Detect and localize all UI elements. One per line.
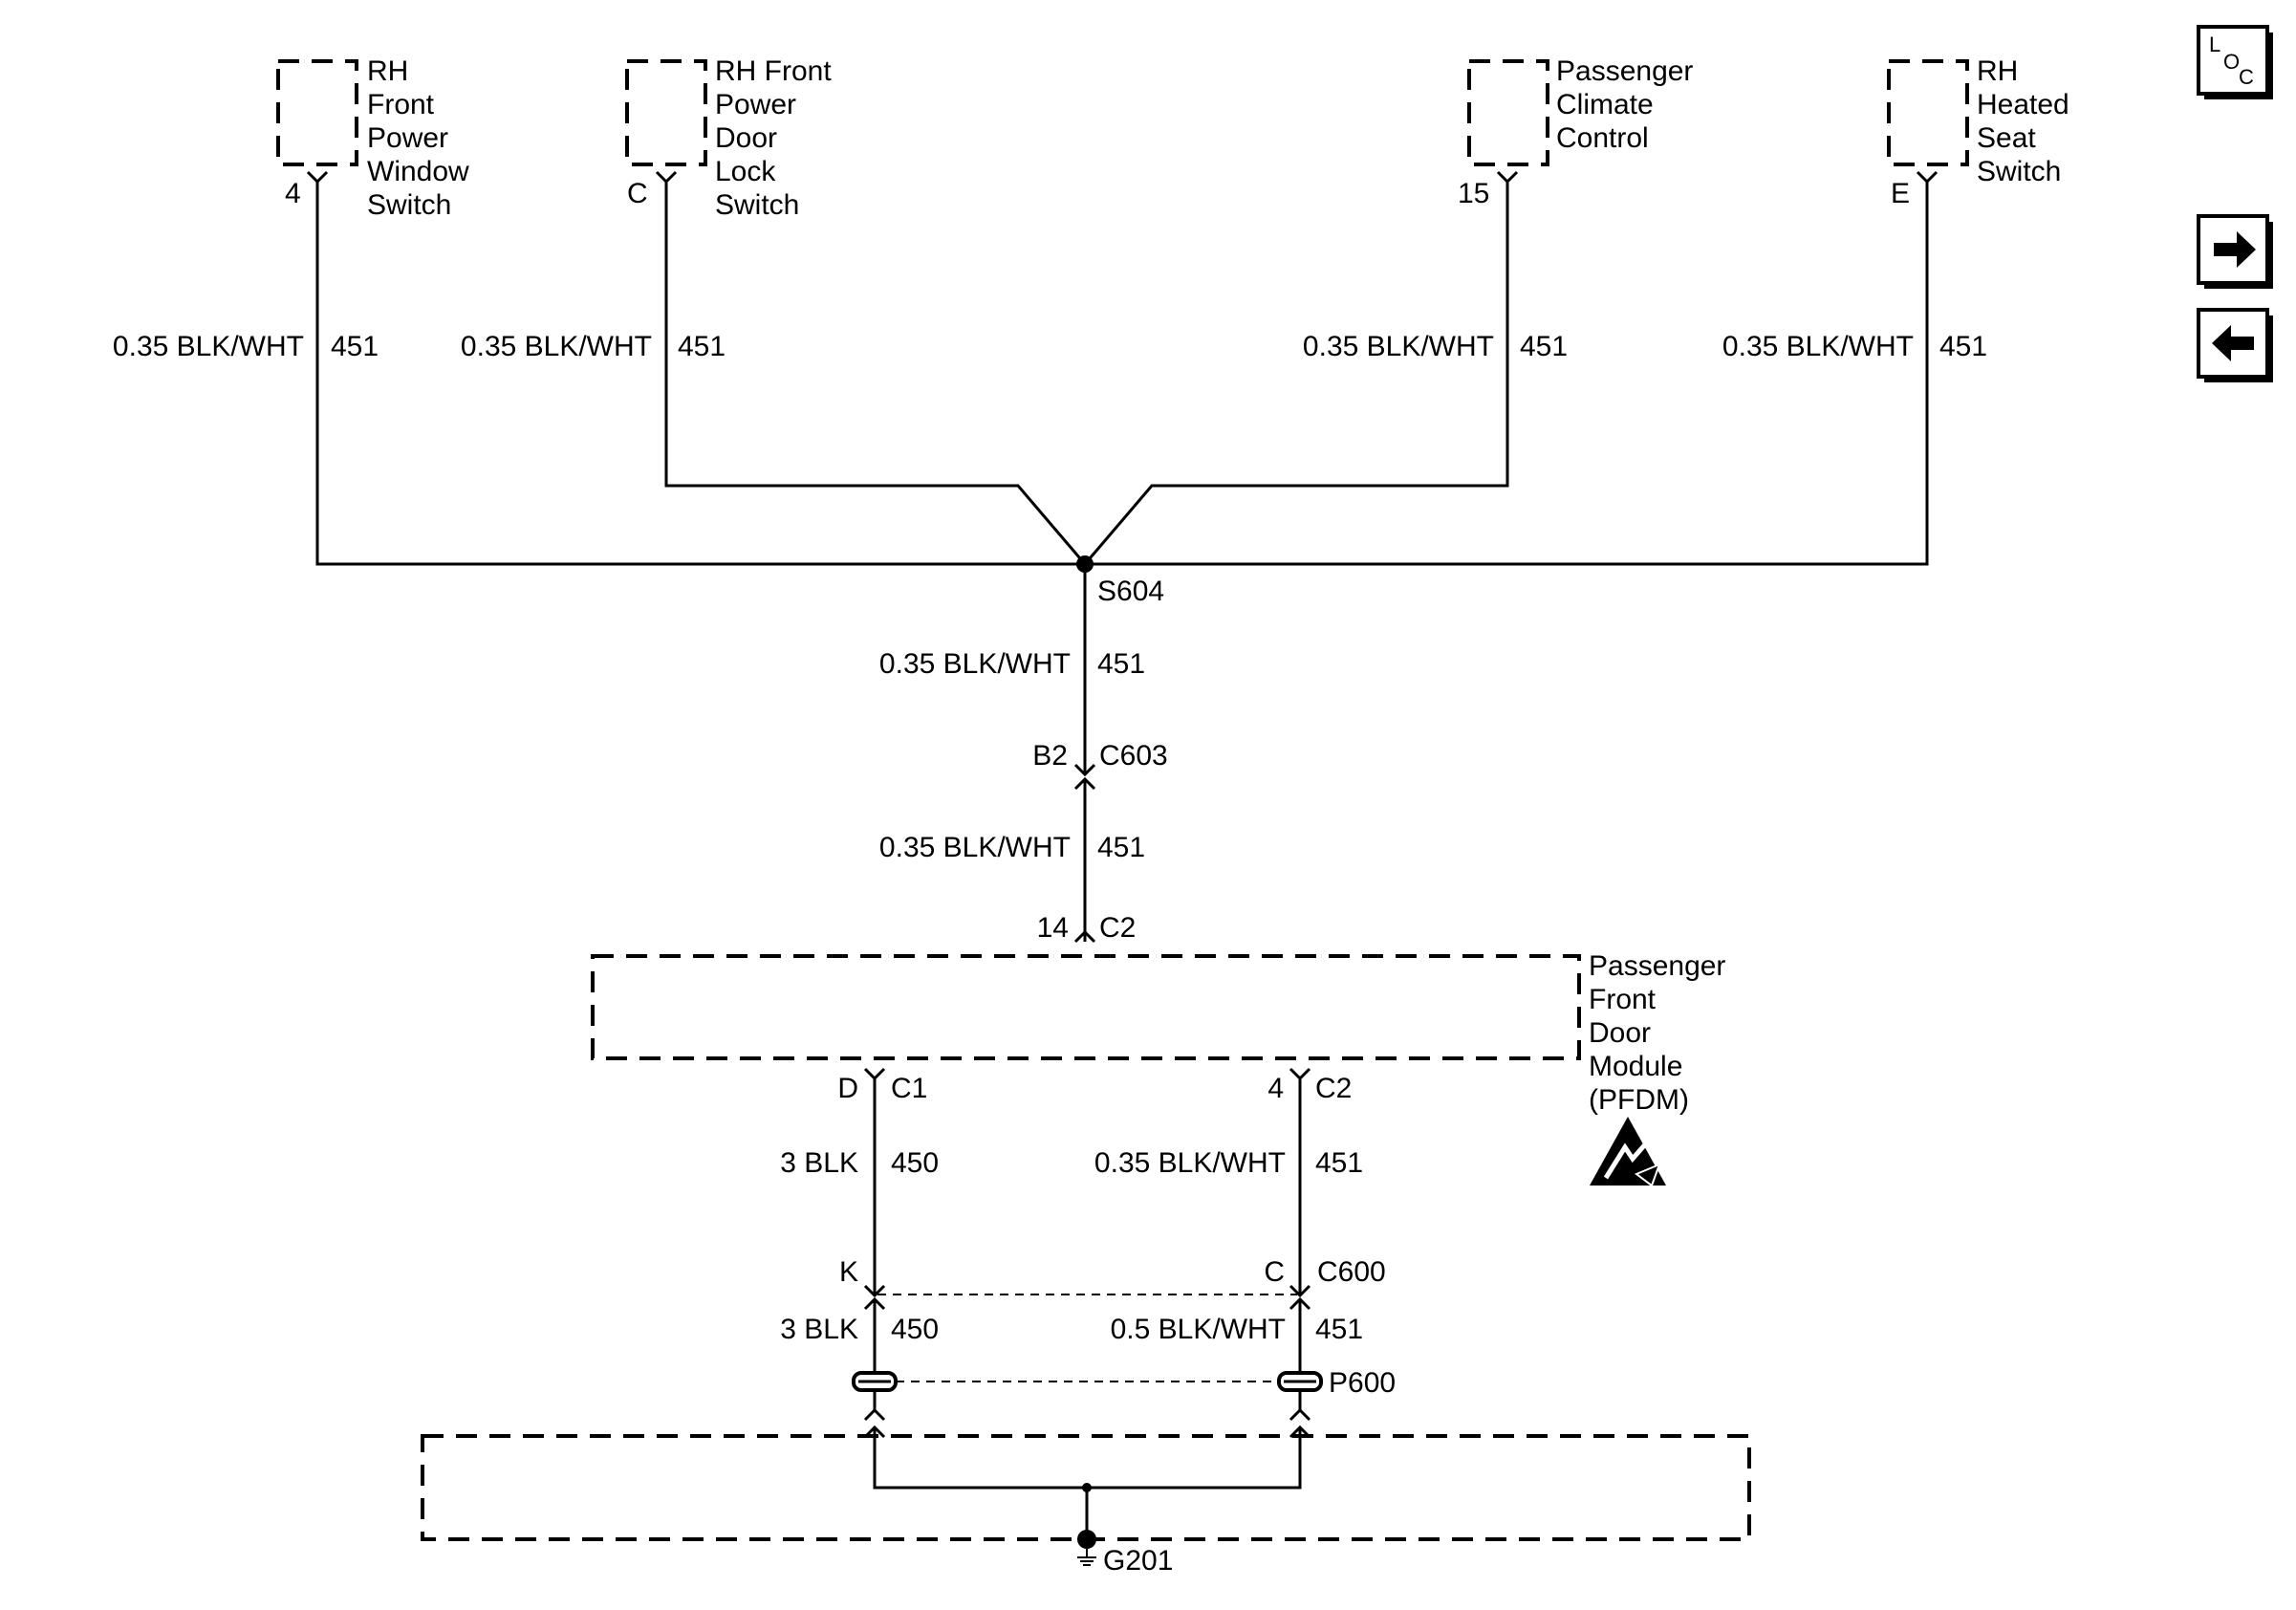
wire-label-gauge: 3 BLK: [780, 1314, 858, 1345]
window-switch-label: RH Front Power Window Switch: [367, 55, 477, 221]
wire-label-gauge: 0.5 BLK/WHT: [1111, 1314, 1286, 1345]
loc-icon: L O C: [2209, 33, 2254, 89]
next-page-button[interactable]: [2197, 214, 2273, 289]
door-lock-switch-pin: C: [627, 178, 648, 209]
c600-right-pin: C: [1264, 1256, 1285, 1288]
wire-label-gauge: 0.35 BLK/WHT: [1094, 1147, 1286, 1179]
wire-label-gauge: 3 BLK: [780, 1147, 858, 1179]
trunk-wiring: [1073, 564, 1096, 944]
prev-page-button[interactable]: [2197, 308, 2273, 382]
ground-g201: [1077, 1530, 1096, 1566]
lower-wiring: [863, 1067, 1311, 1381]
ground-wiring: [863, 1390, 1311, 1539]
p600-connector: [852, 1371, 1323, 1392]
wire-label-gauge: 0.35 BLK/WHT: [879, 832, 1071, 863]
wire-label-circuit: 450: [891, 1314, 939, 1345]
wire-label-circuit: 451: [1315, 1147, 1363, 1179]
wire-label-gauge: 0.35 BLK/WHT: [1303, 331, 1494, 362]
pfdm-c1-pin: D: [837, 1073, 858, 1104]
esd-warning-icon: [1590, 1117, 1666, 1187]
svg-text:C: C: [2239, 65, 2254, 89]
pfdm-label: Passenger Front Door Module (PFDM): [1589, 950, 1734, 1116]
arrow-left-icon: [2212, 325, 2254, 361]
wire-label-circuit: 451: [1097, 648, 1145, 680]
wire-label-gauge: 0.35 BLK/WHT: [461, 331, 652, 362]
door-lock-switch-label: RH Front Power Door Lock Switch: [715, 55, 839, 221]
heated-seat-switch-label: RH Heated Seat Switch: [1977, 55, 2077, 187]
heated-seat-switch-component: E RH Heated Seat Switch: [1887, 55, 2077, 209]
c2-top-pin: 14: [1037, 912, 1069, 944]
p600-label: P600: [1329, 1367, 1396, 1399]
wire-label-circuit: 451: [331, 331, 379, 362]
c2-top-label: C2: [1099, 912, 1136, 944]
wire-label-circuit: 450: [891, 1147, 939, 1179]
wire-label-circuit: 451: [1939, 331, 1987, 362]
pfdm-component: Passenger Front Door Module (PFDM): [591, 950, 1734, 1187]
arrow-right-icon: [2214, 231, 2256, 268]
wire-label-circuit: 451: [678, 331, 726, 362]
heated-seat-switch-pin: E: [1891, 178, 1910, 209]
climate-control-component: 15 Passenger Climate Control: [1458, 55, 1701, 209]
wire-label-gauge: 0.35 BLK/WHT: [1722, 331, 1914, 362]
svg-text:L: L: [2209, 33, 2220, 56]
ground-label: G201: [1103, 1545, 1173, 1577]
door-lock-switch-component: C RH Front Power Door Lock Switch: [625, 55, 839, 221]
climate-control-pin: 15: [1458, 178, 1489, 209]
splice-label: S604: [1097, 576, 1164, 607]
wire-label-circuit: 451: [1097, 832, 1145, 863]
svg-text:O: O: [2223, 50, 2240, 74]
wire-label-circuit: 451: [1520, 331, 1568, 362]
pfdm-c2-label: C2: [1315, 1073, 1352, 1104]
c600-left-pin: K: [839, 1256, 858, 1288]
c603-pin: B2: [1032, 740, 1068, 772]
window-switch-component: 4 RH Front Power Window Switch: [276, 55, 477, 221]
wire-label-circuit: 451: [1315, 1314, 1363, 1345]
c600-label: C600: [1317, 1256, 1386, 1288]
pfdm-c2-pin: 4: [1267, 1073, 1284, 1104]
wire-label-gauge: 0.35 BLK/WHT: [113, 331, 304, 362]
pfdm-c1-label: C1: [891, 1073, 927, 1104]
top-wiring: [315, 196, 1929, 573]
wire-label-gauge: 0.35 BLK/WHT: [879, 648, 1071, 680]
climate-control-label: Passenger Climate Control: [1556, 55, 1701, 154]
window-switch-pin: 4: [285, 178, 301, 209]
loc-button[interactable]: L O C: [2197, 25, 2273, 99]
c603-label: C603: [1099, 740, 1168, 772]
